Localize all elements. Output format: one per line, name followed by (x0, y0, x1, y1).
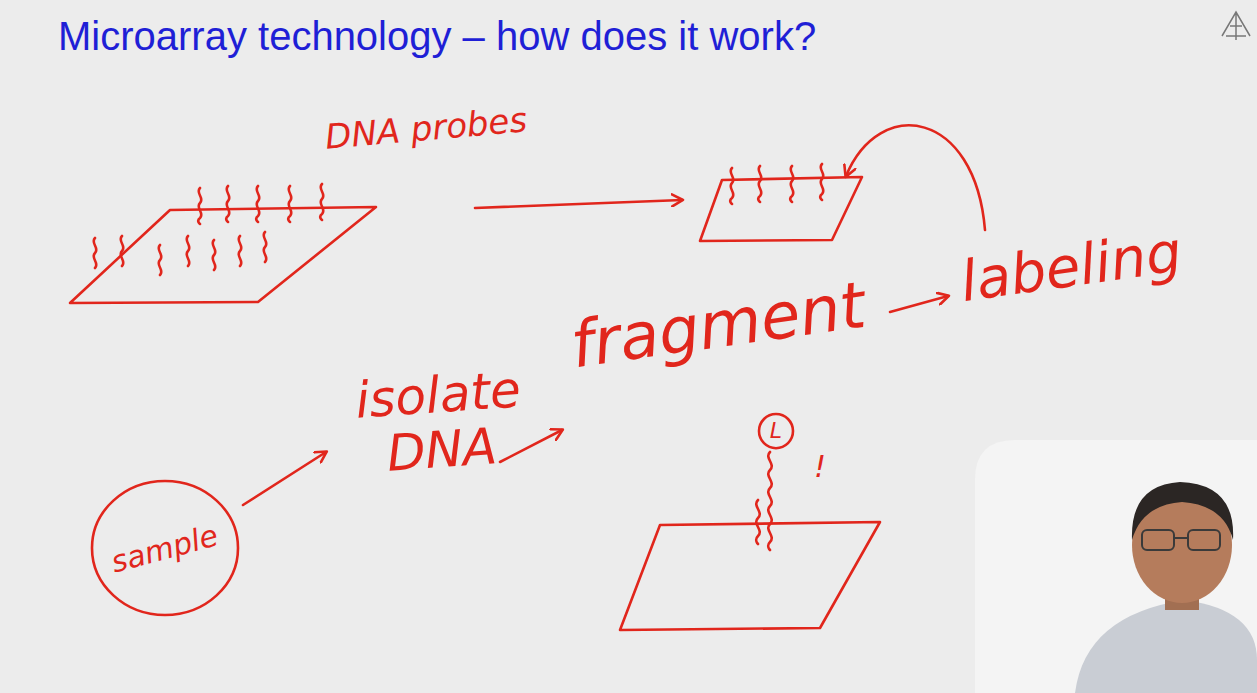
circle-outline (759, 414, 793, 448)
annotation: labeling (957, 221, 1185, 313)
annotation: ! (814, 450, 826, 483)
inset-panel (975, 440, 1257, 693)
microarray-slide (70, 207, 376, 303)
microarray-slide (620, 522, 880, 630)
logo-mark (1222, 12, 1250, 40)
node-text: sample (108, 518, 222, 578)
glasses-lens (1188, 530, 1220, 550)
annotation: DNA probes (324, 101, 529, 156)
microarray-slide (700, 177, 862, 241)
presenter-shirt (1075, 600, 1257, 693)
flow-arrow (846, 125, 985, 230)
ink (70, 125, 985, 630)
presenter-inset (975, 440, 1257, 693)
flow-arrow (243, 452, 326, 505)
hybridized-strand (756, 452, 772, 550)
presenter-glasses (1142, 530, 1220, 550)
glasses-bridge (1174, 537, 1188, 539)
institute-logo (1222, 12, 1250, 40)
annotation: fragment (567, 270, 870, 381)
flow-arrow (475, 200, 682, 208)
annotation: isolate DNA (326, 360, 553, 485)
slide-title: Microarray technology – how does it work… (58, 14, 816, 59)
sample-circle: sample (90, 479, 240, 617)
flow-arrow (890, 296, 948, 312)
flow-arrow (500, 430, 562, 462)
glasses-lens (1142, 530, 1174, 550)
circle-outline (92, 481, 238, 615)
label-circle: L (757, 412, 795, 450)
probe-strands (94, 184, 324, 275)
node-text: L (770, 419, 782, 443)
probe-strands (730, 164, 823, 204)
